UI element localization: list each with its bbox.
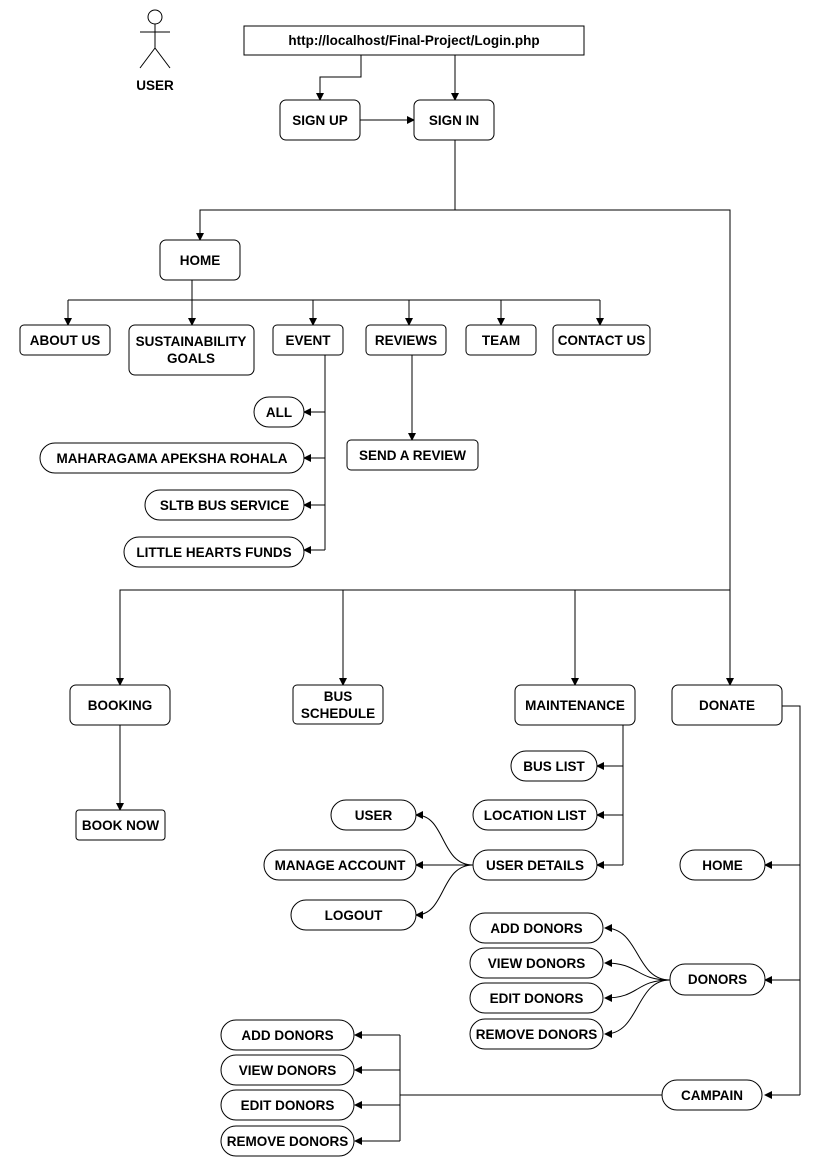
booking-node: BOOKING xyxy=(69,684,171,726)
donors-view-node: VIEW DONORS xyxy=(469,947,604,979)
svg-text:USER: USER xyxy=(355,808,393,823)
svg-text:ALL: ALL xyxy=(266,405,292,420)
edge-ud-user xyxy=(415,811,474,866)
book-now-node: BOOK NOW xyxy=(75,809,166,841)
donors-edit-node: EDIT DONORS xyxy=(469,982,604,1014)
svg-text:HOME: HOME xyxy=(702,858,743,873)
event-sltb-node: SLTB BUS SERVICE xyxy=(144,489,305,521)
svg-text:HOME: HOME xyxy=(180,253,221,268)
reviews-node: REVIEWS xyxy=(365,324,447,356)
svg-text:EVENT: EVENT xyxy=(285,333,331,348)
svg-text:DONORS: DONORS xyxy=(688,972,747,987)
user-details-node: USER DETAILS xyxy=(472,849,598,881)
url-node: http://localhost/Final-Project/Login.php xyxy=(243,25,585,56)
svg-text:LOGOUT: LOGOUT xyxy=(325,908,383,923)
svg-text:REMOVE DONORS: REMOVE DONORS xyxy=(227,1134,349,1149)
svg-text:ADD DONORS: ADD DONORS xyxy=(241,1028,333,1043)
manage-account-node: MANAGE ACCOUNT xyxy=(263,849,417,881)
svg-text:MAHARAGAMA APEKSHA ROHALA: MAHARAGAMA APEKSHA ROHALA xyxy=(57,451,288,466)
svg-text:BUS: BUS xyxy=(324,689,353,704)
edge-donors-edit xyxy=(604,979,671,1002)
event-all-node: ALL xyxy=(253,396,305,428)
svg-text:VIEW DONORS: VIEW DONORS xyxy=(488,956,586,971)
edge-signin-right-trunk xyxy=(455,209,731,590)
svg-text:GOALS: GOALS xyxy=(167,351,215,366)
edge-signin-booking xyxy=(116,589,730,686)
svg-text:MAINTENANCE: MAINTENANCE xyxy=(525,698,625,713)
about-us-node: ABOUT US xyxy=(19,324,111,356)
location-list-node: LOCATION LIST xyxy=(472,799,598,831)
bus-list-node: BUS LIST xyxy=(510,750,598,782)
connectors xyxy=(64,55,801,1145)
svg-text:LITTLE HEARTS FUNDS: LITTLE HEARTS FUNDS xyxy=(136,545,291,560)
svg-text:REVIEWS: REVIEWS xyxy=(375,333,437,348)
svg-text:SUSTAINABILITY: SUSTAINABILITY xyxy=(136,334,247,349)
actor-right-leg-icon xyxy=(154,47,171,69)
svg-text:SCHEDULE: SCHEDULE xyxy=(301,706,375,721)
svg-text:ADD DONORS: ADD DONORS xyxy=(490,921,582,936)
actor-head-icon xyxy=(147,9,163,25)
campain-view-node: VIEW DONORS xyxy=(220,1054,355,1086)
svg-text:SIGN UP: SIGN UP xyxy=(292,113,348,128)
svg-text:REMOVE DONORS: REMOVE DONORS xyxy=(476,1027,598,1042)
user-node: USER xyxy=(330,799,417,831)
svg-text:MANAGE ACCOUNT: MANAGE ACCOUNT xyxy=(275,858,406,873)
donate-node: DONATE xyxy=(671,684,783,726)
svg-text:USER DETAILS: USER DETAILS xyxy=(486,858,584,873)
campain-edit-node: EDIT DONORS xyxy=(220,1089,355,1121)
edge-donors-remove xyxy=(604,979,671,1038)
sustainability-goals-node: SUSTAINABILITY GOALS xyxy=(128,324,255,376)
edge-url-signup xyxy=(316,55,362,101)
donors-node: DONORS xyxy=(669,963,766,996)
actor-left-leg-icon xyxy=(139,47,156,69)
donors-add-node: ADD DONORS xyxy=(469,912,604,944)
campain-remove-node: REMOVE DONORS xyxy=(220,1125,355,1157)
svg-text:BOOKING: BOOKING xyxy=(88,698,153,713)
svg-text:TEAM: TEAM xyxy=(482,333,520,348)
event-maharagama-node: MAHARAGAMA APEKSHA ROHALA xyxy=(39,442,305,474)
sign-up-node: SIGN UP xyxy=(279,99,361,141)
donate-home-node: HOME xyxy=(679,849,766,881)
home-node: HOME xyxy=(159,239,241,281)
svg-text:VIEW DONORS: VIEW DONORS xyxy=(239,1063,337,1078)
svg-text:EDIT DONORS: EDIT DONORS xyxy=(241,1098,335,1113)
edge-donors-view xyxy=(604,959,671,981)
svg-text:BUS LIST: BUS LIST xyxy=(523,759,585,774)
edge-ud-logout xyxy=(415,864,474,919)
contact-us-node: CONTACT US xyxy=(552,324,651,356)
svg-text:SLTB BUS SERVICE: SLTB BUS SERVICE xyxy=(160,498,289,513)
donors-remove-node: REMOVE DONORS xyxy=(469,1018,604,1050)
team-node: TEAM xyxy=(465,324,537,356)
svg-text:SEND A REVIEW: SEND A REVIEW xyxy=(359,448,466,463)
actor-label: USER xyxy=(136,78,174,93)
svg-text:CAMPAIN: CAMPAIN xyxy=(681,1088,743,1103)
sign-in-node: SIGN IN xyxy=(413,99,495,141)
campain-node: CAMPAIN xyxy=(661,1079,763,1111)
svg-text:EDIT DONORS: EDIT DONORS xyxy=(490,991,584,1006)
logout-node: LOGOUT xyxy=(290,899,417,931)
svg-text:http://localhost/Final-Project: http://localhost/Final-Project/Login.php xyxy=(288,33,539,48)
svg-text:BOOK NOW: BOOK NOW xyxy=(82,818,160,833)
event-node: EVENT xyxy=(272,324,344,356)
send-a-review-node: SEND A REVIEW xyxy=(346,439,479,471)
svg-text:DONATE: DONATE xyxy=(699,698,755,713)
maintenance-node: MAINTENANCE xyxy=(514,684,636,726)
edge-donate-trunk xyxy=(782,705,801,1095)
edge-donors-add xyxy=(604,924,671,981)
svg-text:CONTACT US: CONTACT US xyxy=(558,333,646,348)
bus-schedule-node: BUS SCHEDULE xyxy=(292,684,384,725)
svg-text:ABOUT US: ABOUT US xyxy=(30,333,101,348)
campain-add-node: ADD DONORS xyxy=(220,1019,355,1051)
svg-text:LOCATION LIST: LOCATION LIST xyxy=(484,808,587,823)
user-actor: USER xyxy=(136,9,174,93)
event-little-hearts-node: LITTLE HEARTS FUNDS xyxy=(123,536,305,568)
edge-signin-home xyxy=(196,140,456,241)
svg-text:SIGN IN: SIGN IN xyxy=(429,113,479,128)
